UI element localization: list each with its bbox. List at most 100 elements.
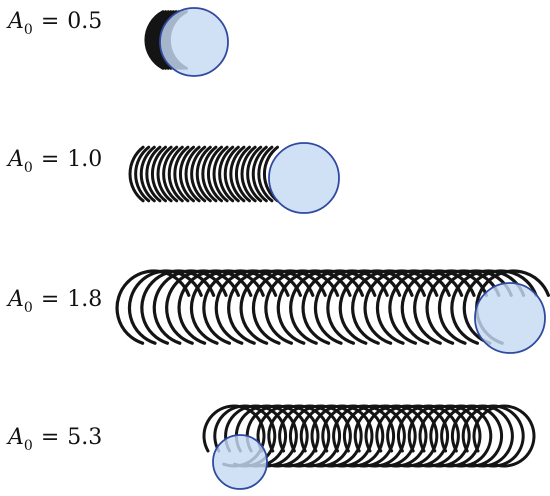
trail-stroke xyxy=(149,10,170,70)
trail-stroke xyxy=(144,10,165,70)
trail-stroke xyxy=(256,404,320,468)
trail-stroke xyxy=(224,404,288,468)
trail-stroke xyxy=(115,269,191,345)
trail-stroke xyxy=(289,269,364,345)
row-amplitude-5-3: A0=5.3 xyxy=(6,404,536,490)
trail-stroke xyxy=(396,404,460,468)
svg-text:A0=1.0: A0 = 1.0 xyxy=(6,147,102,176)
trail-stroke xyxy=(145,145,162,203)
trail-stroke xyxy=(440,404,504,468)
trail-stroke xyxy=(212,145,229,203)
trail-stroke xyxy=(189,269,265,345)
trail-stroke xyxy=(450,269,526,345)
svg-text:A0=1.8: A0 = 1.8 xyxy=(6,287,102,316)
trajectory-trail xyxy=(128,145,279,203)
trail-stroke xyxy=(321,404,385,468)
trail-stroke xyxy=(251,269,327,345)
amplitude-value: 0.5 xyxy=(67,9,102,34)
trail-stroke xyxy=(288,404,352,468)
trail-stroke xyxy=(234,404,298,468)
trail-stroke xyxy=(139,145,156,203)
amplitude-symbol: A xyxy=(6,425,24,450)
trajectory-trail xyxy=(115,269,550,345)
trail-stroke xyxy=(276,269,352,345)
trail-stroke xyxy=(227,269,302,345)
row-amplitude-1-8: A0 = 1.8 xyxy=(6,269,550,354)
trail-stroke xyxy=(201,145,218,203)
trajectory-trail xyxy=(202,404,536,468)
trail-stroke xyxy=(177,269,253,345)
trail-stroke xyxy=(363,269,439,345)
amplitude-value: 1.8 xyxy=(67,287,102,312)
trail-stroke xyxy=(313,269,389,345)
trail-stroke xyxy=(151,145,167,203)
trail-stroke xyxy=(239,269,315,345)
trail-stroke xyxy=(332,404,396,468)
amplitude-label: A0 = 1.8 xyxy=(6,287,102,316)
trail-stroke xyxy=(195,145,212,203)
amplitude-symbol: A xyxy=(6,9,24,34)
swimmer-body xyxy=(212,434,268,490)
trail-stroke xyxy=(450,404,514,468)
trail-stroke xyxy=(407,404,471,468)
trail-stroke xyxy=(472,404,536,468)
trail-stroke xyxy=(429,404,493,468)
row-amplitude-1-0: A0 = 1.0 xyxy=(6,142,340,214)
swimmer-body xyxy=(474,282,546,354)
trail-stroke xyxy=(263,145,279,203)
amplitude-symbol: A xyxy=(6,147,24,172)
trail-stroke xyxy=(184,145,201,203)
trail-stroke xyxy=(278,404,342,468)
trail-stroke xyxy=(134,145,151,203)
trail-stroke xyxy=(338,269,414,345)
amplitude-equals: = xyxy=(41,287,59,312)
svg-text:A0=0.5: A0=0.5 xyxy=(6,9,102,38)
amplitude-equals: = xyxy=(41,147,59,172)
trail-stroke xyxy=(140,269,216,345)
trail-stroke xyxy=(240,145,257,203)
amplitude-value: 1.0 xyxy=(67,147,102,172)
trail-stroke xyxy=(235,145,251,203)
amplitude-symbol: A xyxy=(6,287,24,312)
trail-stroke xyxy=(462,269,538,345)
trail-stroke xyxy=(246,145,263,203)
trail-stroke xyxy=(375,269,451,345)
trail-stroke xyxy=(218,145,235,203)
trail-stroke xyxy=(351,269,426,345)
trail-stroke xyxy=(364,404,428,468)
trail-stroke xyxy=(461,404,525,468)
amplitude-equals: = xyxy=(41,9,59,34)
trail-stroke xyxy=(202,269,278,345)
trail-stroke xyxy=(167,145,184,203)
trail-stroke xyxy=(413,269,488,345)
trail-stroke xyxy=(162,145,179,203)
trail-stroke xyxy=(190,145,207,203)
amplitude-subscript: 0 xyxy=(24,438,33,454)
trail-stroke xyxy=(386,404,450,468)
trail-stroke xyxy=(375,404,439,468)
swimmer-body xyxy=(268,142,340,214)
trail-stroke xyxy=(257,145,274,203)
trail-stroke xyxy=(425,269,501,345)
trail-stroke xyxy=(342,404,406,468)
amplitude-label: A0=0.5 xyxy=(6,9,102,38)
trail-stroke xyxy=(179,145,195,203)
trail-stroke xyxy=(299,404,363,468)
trail-stroke xyxy=(173,145,190,203)
trail-stroke xyxy=(245,404,309,468)
trail-stroke xyxy=(418,404,482,468)
trail-stroke xyxy=(128,145,145,203)
trail-stroke xyxy=(156,145,173,203)
trail-stroke xyxy=(326,269,402,345)
trail-stroke xyxy=(301,269,377,345)
trail-stroke xyxy=(229,145,246,203)
row-amplitude-0-5: A0=0.5 xyxy=(6,7,229,77)
trail-stroke xyxy=(388,269,464,345)
amplitude-subscript: 0 xyxy=(24,160,33,176)
trail-stroke xyxy=(152,10,173,70)
trail-stroke xyxy=(165,269,240,345)
trail-stroke xyxy=(353,404,417,468)
amplitude-subscript: 0 xyxy=(24,300,33,316)
trail-stroke xyxy=(310,404,374,468)
